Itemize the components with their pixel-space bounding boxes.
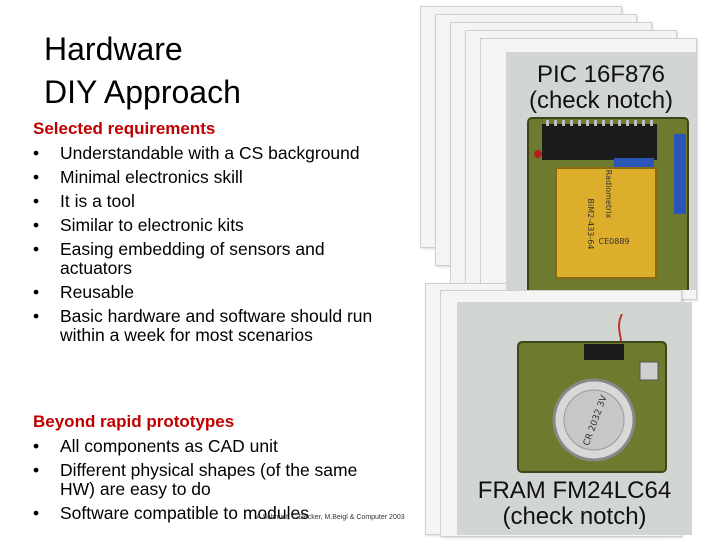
fram-photo-panel: CR 2032 3V FRAM FM24LC64 (check notch) <box>457 302 692 535</box>
slide-title: Hardware DIY Approach <box>44 28 241 114</box>
beyond-list: All components as CAD unit Different phy… <box>33 437 378 528</box>
slide-footer: A.Schmidt, C.Decker, M.Beigl & Computer … <box>256 514 405 521</box>
section-heading-beyond: Beyond rapid prototypes <box>33 412 235 431</box>
section-heading-requirements: Selected requirements <box>33 119 216 138</box>
list-item: Basic hardware and software should run w… <box>33 307 378 345</box>
list-item: Software compatible to modules <box>33 504 378 524</box>
list-item: Different physical shapes (of the same H… <box>33 461 378 499</box>
list-item: Similar to electronic kits <box>33 216 378 236</box>
module-text-ce: CE0889 <box>599 237 630 246</box>
pic-board-image: Radiometrix BiM2-433-64 CE0889 <box>527 117 689 290</box>
title-line-1: Hardware <box>44 31 183 67</box>
list-item: All components as CAD unit <box>33 437 378 457</box>
list-item: Minimal electronics skill <box>33 168 378 188</box>
module-text-radiometrix: Radiometrix <box>604 170 613 219</box>
list-item: Understandable with a CS background <box>33 144 378 164</box>
title-line-2: DIY Approach <box>44 74 241 110</box>
list-item: Reusable <box>33 283 378 303</box>
fram-board-image: CR 2032 3V <box>517 314 667 473</box>
list-item: Easing embedding of sensors and actuator… <box>33 240 378 278</box>
module-text-bim: BiM2-433-64 <box>586 199 595 250</box>
pic-photo-panel: PIC 16F876 (check notch) Radiometrix BiM… <box>506 52 696 290</box>
photo-label-pic: PIC 16F876 (check notch) <box>528 61 674 114</box>
requirements-list: Understandable with a CS background Mini… <box>33 144 378 350</box>
list-item: It is a tool <box>33 192 378 212</box>
photo-label-fram: FRAM FM24LC64 (check notch) <box>477 477 672 530</box>
